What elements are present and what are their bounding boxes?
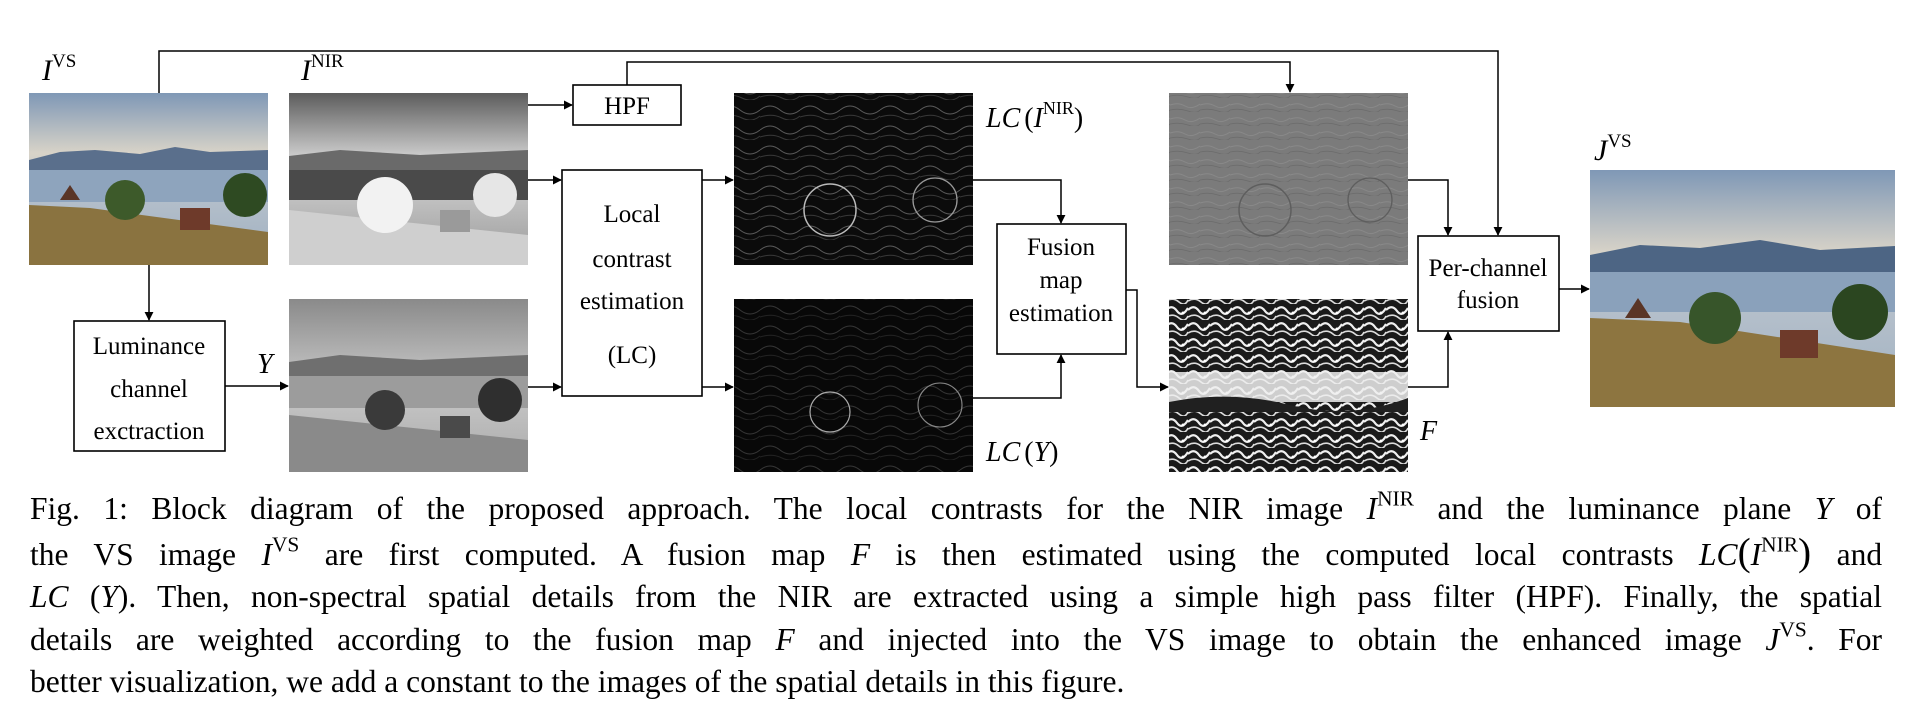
lc-y-image: [734, 299, 973, 472]
caption-line-4: details are weighted according to the fu…: [30, 617, 1883, 657]
per-channel-box: [1417, 235, 1560, 332]
figure-caption: Fig. 1: Block diagram of the proposed ap…: [30, 488, 1882, 704]
label-i-vs: IVS: [41, 51, 76, 87]
label-lc-y: LC(Y): [985, 437, 1058, 468]
hpf-label: HPF: [604, 93, 650, 120]
label-lc-nir: LC(INIR): [985, 98, 1083, 134]
lc-box-line-2: contrast: [592, 246, 671, 273]
fusion-box-line-3: estimation: [1009, 300, 1114, 327]
fusion-box-line-2: map: [1039, 267, 1082, 294]
per-channel-line-1: Per-channel: [1429, 255, 1548, 282]
label-j-vs: JVS: [1594, 131, 1632, 167]
luminance-box-line-3: exctraction: [93, 418, 205, 445]
label-y: Y: [257, 349, 276, 380]
block-diagram: HPF Local contrast estimation (LC) Lumin…: [29, 50, 1895, 472]
caption-figure-label: Fig. 1:: [30, 491, 128, 526]
luminance-box-line-2: channel: [110, 376, 188, 403]
lc-box-line-1: Local: [604, 201, 661, 228]
caption-line-3: LC (Y). Then, non-spectral spatial detai…: [30, 579, 1882, 614]
lc-box-line-4: (LC): [608, 342, 657, 369]
caption-line-5: better visualization, we add a constant …: [30, 664, 1125, 699]
spatial-details-image: [1169, 93, 1408, 265]
vs-input-image: [29, 93, 268, 265]
lc-box-line-3: estimation: [580, 288, 685, 315]
hpf-box: [572, 84, 682, 126]
lc-nir-image: [734, 93, 973, 265]
nir-input-image: [289, 93, 528, 265]
caption-line-2: the VS image IVS are first computed. A f…: [30, 529, 1883, 574]
per-channel-line-2: fusion: [1457, 287, 1520, 314]
label-f: F: [1419, 416, 1438, 447]
label-i-nir: INIR: [300, 51, 344, 87]
luminance-box-line-1: Luminance: [93, 333, 205, 360]
fusion-box-line-1: Fusion: [1027, 234, 1096, 261]
luminance-image: [289, 299, 528, 472]
caption-line-1: Fig. 1: Block diagram of the proposed ap…: [30, 486, 1883, 526]
fusion-map-image: [1169, 299, 1408, 472]
local-contrast-box: [561, 169, 703, 397]
fusion-map-box: [996, 223, 1127, 355]
luminance-box: [73, 320, 226, 452]
vs-output-image: [1590, 170, 1895, 407]
connections: [144, 50, 1590, 399]
